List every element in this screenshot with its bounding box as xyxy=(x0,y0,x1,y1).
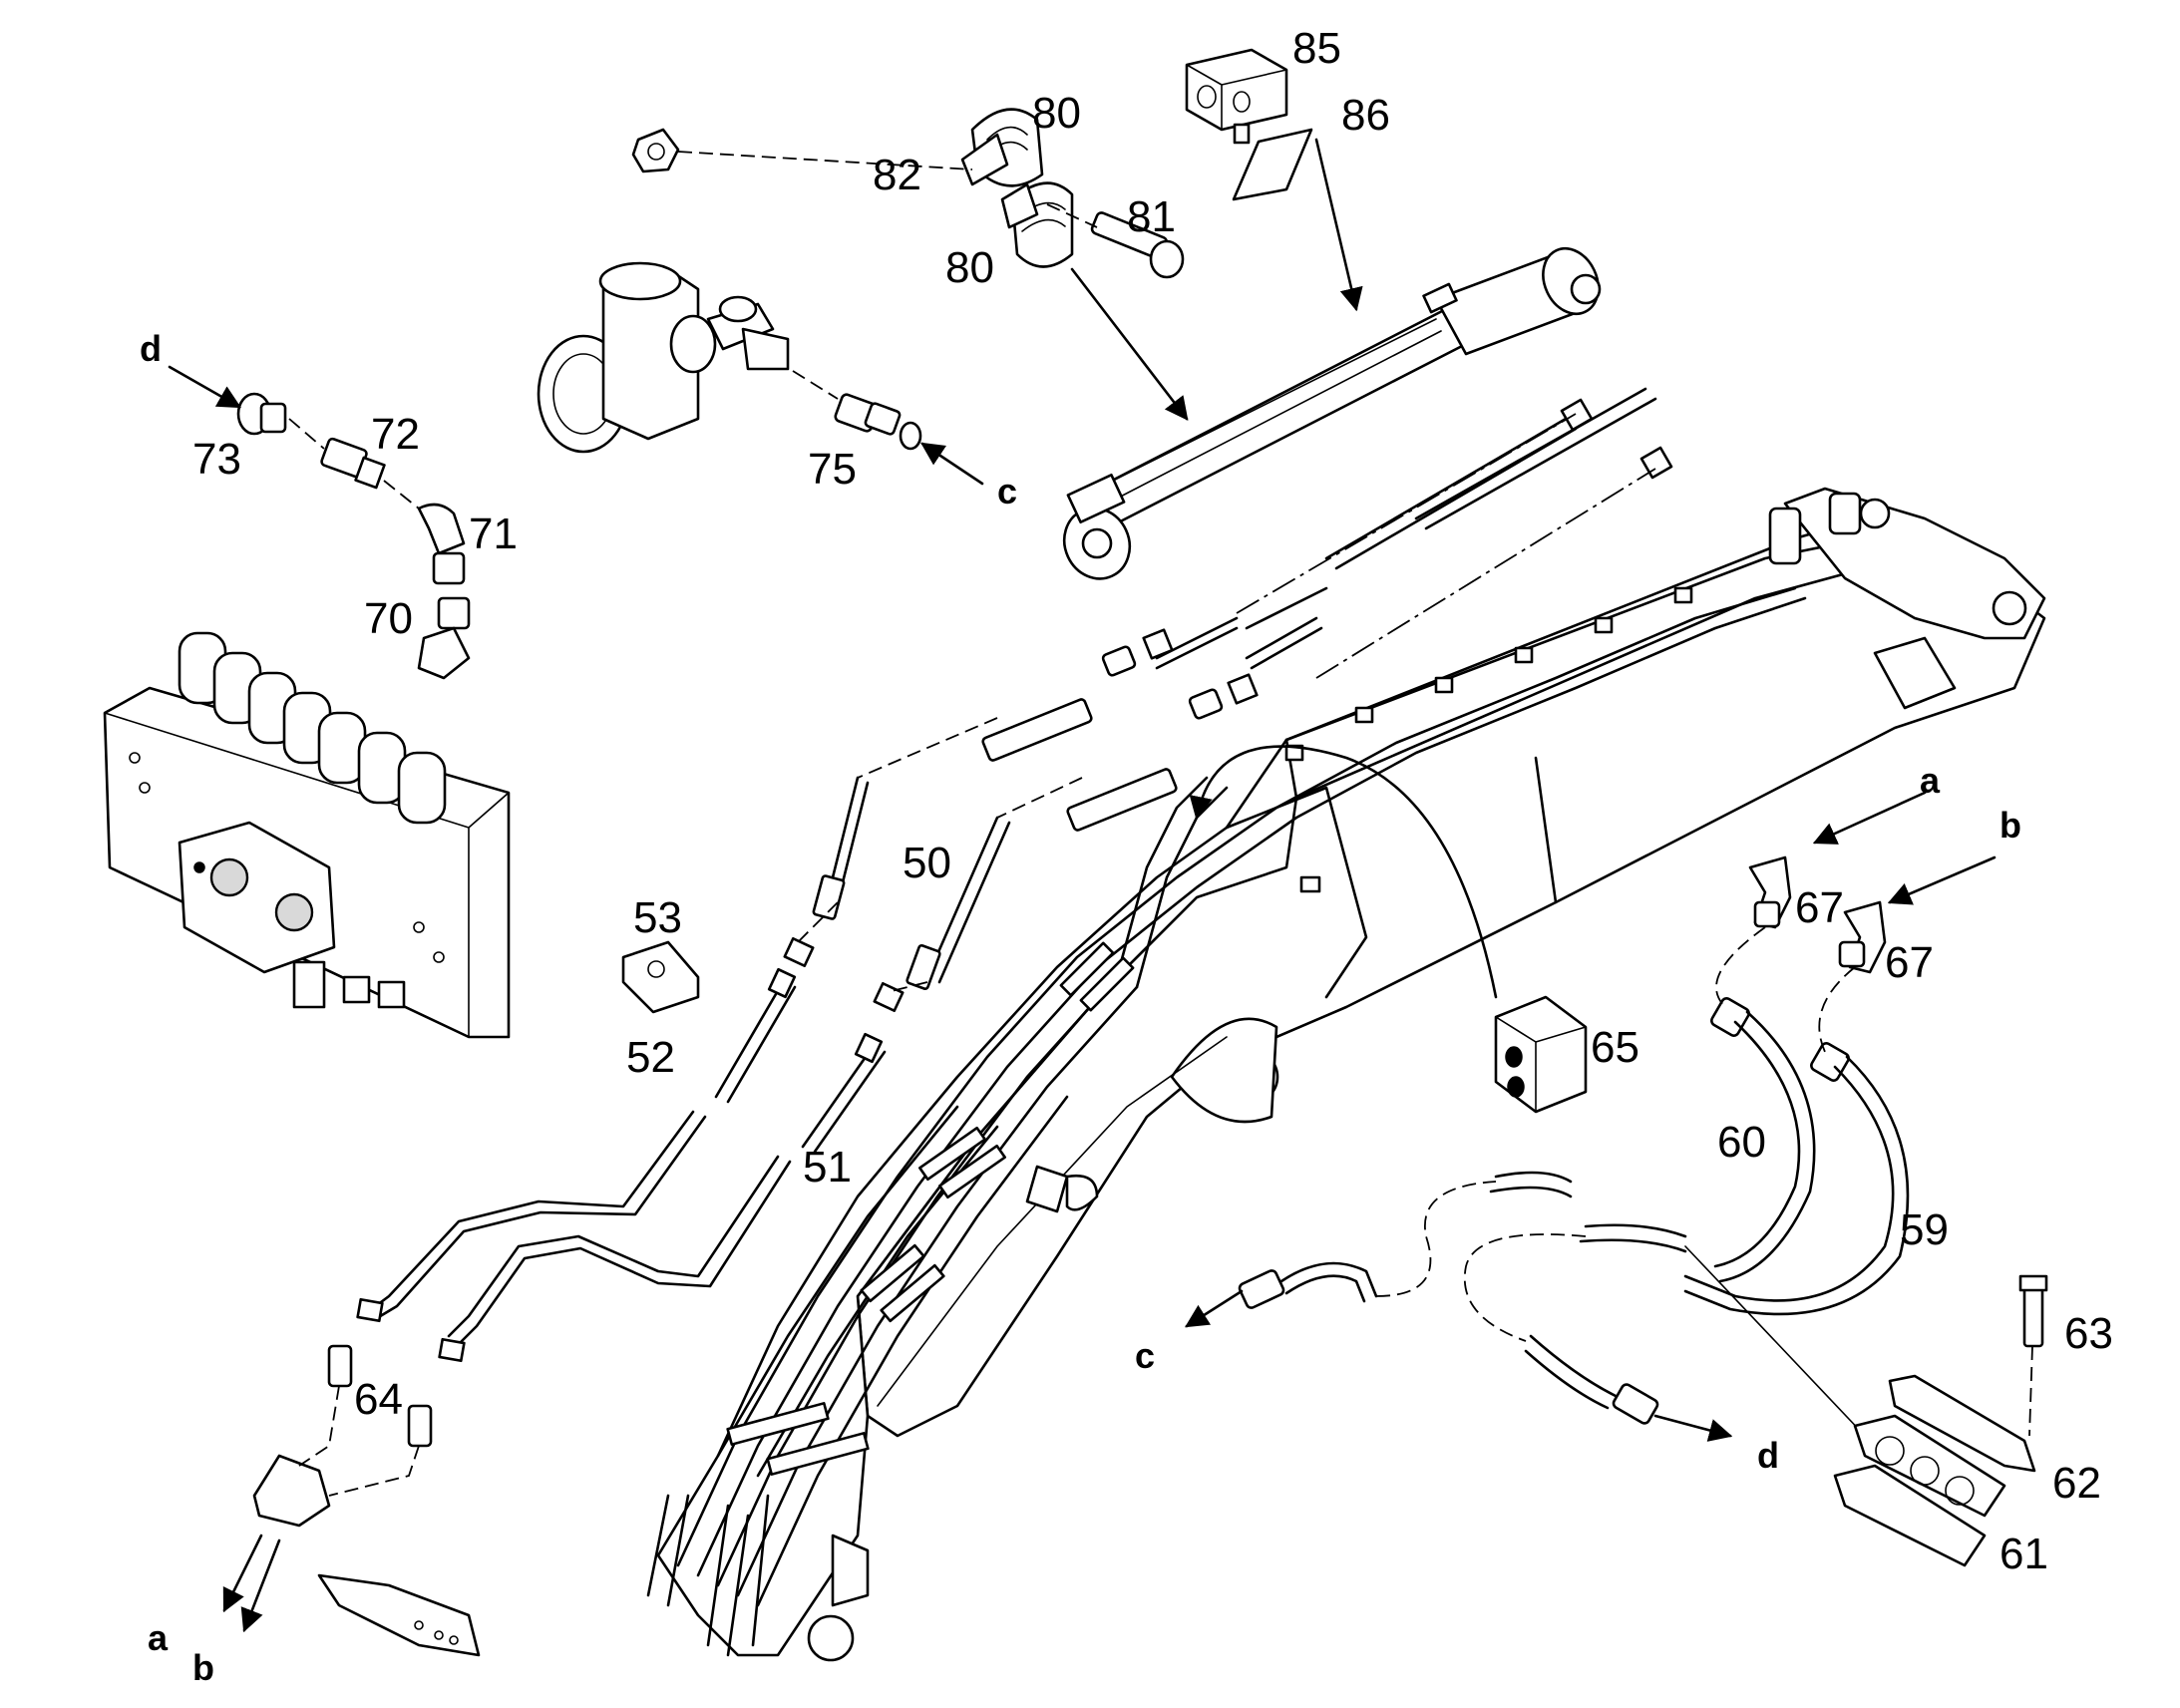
callout-60: 60 xyxy=(1717,1118,1766,1167)
letter-d-top: d xyxy=(140,328,162,369)
callout-numbers: 85 86 80 82 81 80 73 72 71 70 75 50 53 5… xyxy=(192,24,2113,1578)
tube-fittings xyxy=(981,628,1259,832)
block-85-plate-86 xyxy=(1185,48,1313,201)
mounting-bracket xyxy=(252,1385,481,1657)
boom-arm xyxy=(656,487,2046,1662)
callout-64: 64 xyxy=(354,1375,403,1424)
callout-63: 63 xyxy=(2064,1309,2113,1358)
hydraulic-cylinder xyxy=(1062,246,1602,580)
callout-71: 71 xyxy=(469,510,518,558)
callout-52: 52 xyxy=(626,1033,675,1082)
callout-67-right: 67 xyxy=(1885,938,1934,987)
callout-51: 51 xyxy=(803,1143,852,1192)
block-53 xyxy=(621,940,700,1014)
callout-72: 72 xyxy=(371,410,420,459)
callout-73: 73 xyxy=(192,435,241,484)
callout-81: 81 xyxy=(1127,192,1176,241)
fittings-70-73 xyxy=(236,392,471,680)
elbows-67 xyxy=(1748,855,1887,974)
callout-82: 82 xyxy=(873,151,921,199)
letter-c-bottom: c xyxy=(1135,1335,1155,1376)
callout-59: 59 xyxy=(1900,1205,1949,1254)
callout-70: 70 xyxy=(364,594,413,643)
valve-fitting-assembly xyxy=(537,261,790,454)
letter-d-bottom: d xyxy=(1757,1435,1779,1476)
boom-hose-bundle xyxy=(646,586,1807,1657)
callout-80-lower: 80 xyxy=(945,243,994,292)
leader-arrows xyxy=(168,138,1997,1633)
fittings-64 xyxy=(327,1344,433,1448)
callout-80-upper: 80 xyxy=(1032,89,1081,138)
short-hoses xyxy=(1238,1171,1866,1437)
callout-85: 85 xyxy=(1292,24,1341,73)
letter-a-bottom: a xyxy=(148,1617,169,1658)
hydraulic-pipes xyxy=(356,717,1083,1363)
callout-61: 61 xyxy=(1999,1530,2048,1578)
letter-a-right: a xyxy=(1920,760,1941,801)
letter-b-bottom: b xyxy=(192,1647,214,1688)
letter-b-right: b xyxy=(1999,805,2021,846)
callout-62: 62 xyxy=(2052,1459,2101,1508)
callout-65: 65 xyxy=(1591,1023,1639,1072)
upper-tube-rods xyxy=(1155,387,1673,679)
callout-86: 86 xyxy=(1341,91,1390,140)
fitting-75 xyxy=(792,370,922,451)
callout-75: 75 xyxy=(808,445,857,494)
callout-67-left: 67 xyxy=(1795,883,1844,932)
callout-50: 50 xyxy=(903,839,951,887)
callout-53: 53 xyxy=(633,893,682,942)
letter-c-top: c xyxy=(997,471,1017,512)
control-valve-manifold xyxy=(103,631,511,1039)
block-65 xyxy=(1494,995,1588,1114)
clamp-parts-80-82-81 xyxy=(631,108,1185,279)
clamp-parts-61-63 xyxy=(1833,1274,2048,1567)
hoses-59-60 xyxy=(1683,926,1910,1316)
connection-letters: d c a b c d a b xyxy=(140,328,2021,1688)
